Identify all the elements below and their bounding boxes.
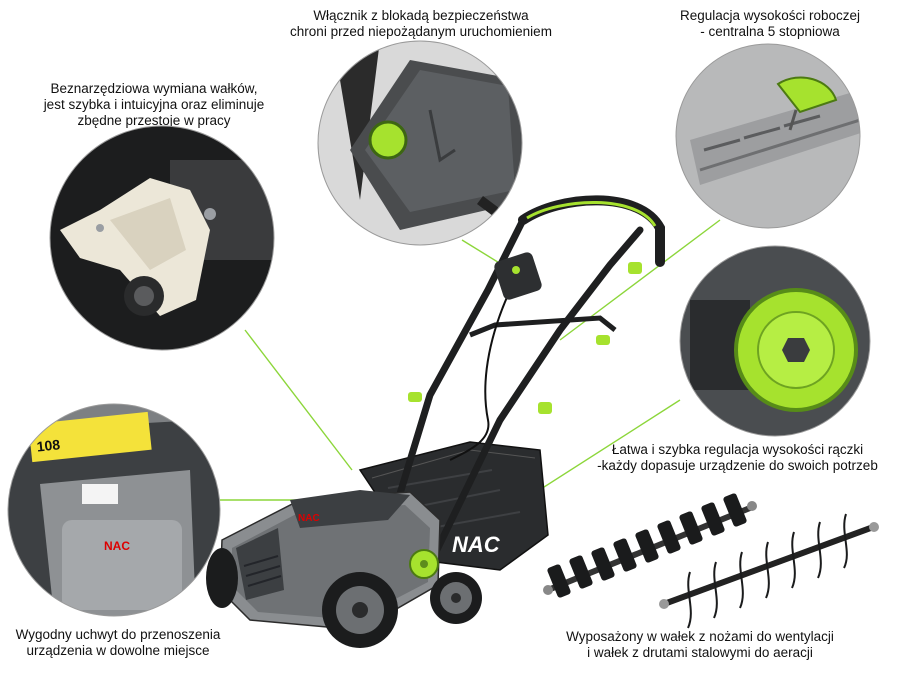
rear-wheel xyxy=(322,572,398,648)
caption-carry-handle: Wygodny uchwyt do przenoszenia urządzeni… xyxy=(15,627,221,658)
detail-roller-change xyxy=(49,125,275,351)
caption-rollers: Wyposażony w wałek z nożami do wentylacj… xyxy=(566,629,834,660)
caption-working-height: Regulacja wysokości roboczej - centralna… xyxy=(679,8,861,39)
detail-handle-knob xyxy=(679,245,871,437)
bag-logo: NAC xyxy=(452,532,501,557)
left-wheel xyxy=(206,548,238,608)
deck-logo: NAC xyxy=(298,513,320,524)
blade-roller xyxy=(543,493,757,598)
detail-height-adjust xyxy=(675,43,861,229)
front-wheel xyxy=(430,572,482,624)
scarifier-body: NAC NAC xyxy=(206,195,665,648)
tine-roller xyxy=(659,513,879,629)
handle-logo: NAC xyxy=(104,539,130,553)
detail-carry-handle: 108 NAC xyxy=(7,403,221,617)
caption-tool-free-roller: Beznarzędziowa wymiana wałków, jest szyb… xyxy=(43,81,265,128)
caption-safety-switch: Włącznik z blokadą bezpieczeństwa chroni… xyxy=(290,8,552,39)
warning-label-number: 108 xyxy=(36,436,61,454)
detail-safety-switch xyxy=(317,40,523,246)
caption-handle-height: Łatwa i szybka regulacja wysokości rączk… xyxy=(597,442,878,473)
